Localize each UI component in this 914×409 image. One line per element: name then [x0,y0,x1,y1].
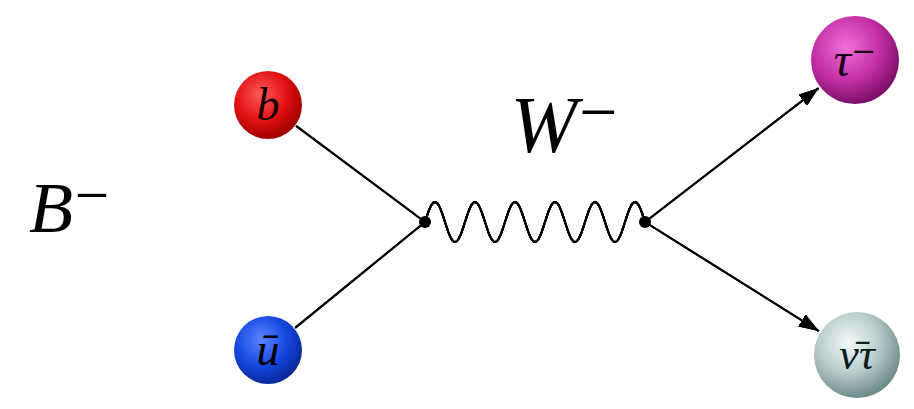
quark-symbol: b [257,82,280,128]
text-holder: τ⁻ [810,15,900,105]
lepton-circle: τ⁻ [810,15,900,105]
vertex-dot [639,216,651,228]
particle-ball [811,16,899,104]
particle-ball [814,312,900,398]
neutrino-circle: ν̄τ [813,311,901,399]
label-holder: W⁻ [495,75,635,175]
neutrino-symbol: ν̄τ [839,333,874,377]
text-holder: ū [233,315,303,385]
propagator-line [295,202,819,331]
meson-body [161,6,375,404]
antiquark-circle: ū [233,315,303,385]
text-holder: B⁻ [10,163,130,253]
particle-ball [234,316,302,384]
vertex-dot [419,216,431,228]
meson-ellipse: B⁻bū [160,5,376,405]
lepton-symbol: τ⁻ [834,36,877,84]
boson-label: W⁻ [511,85,620,165]
quark-circle: b [233,70,303,140]
text-holder: ν̄τ [813,311,901,399]
antiquark-symbol: ū [257,327,280,373]
meson-label: B⁻ [29,172,111,244]
text-holder: b [233,70,303,140]
particle-ball [234,71,302,139]
